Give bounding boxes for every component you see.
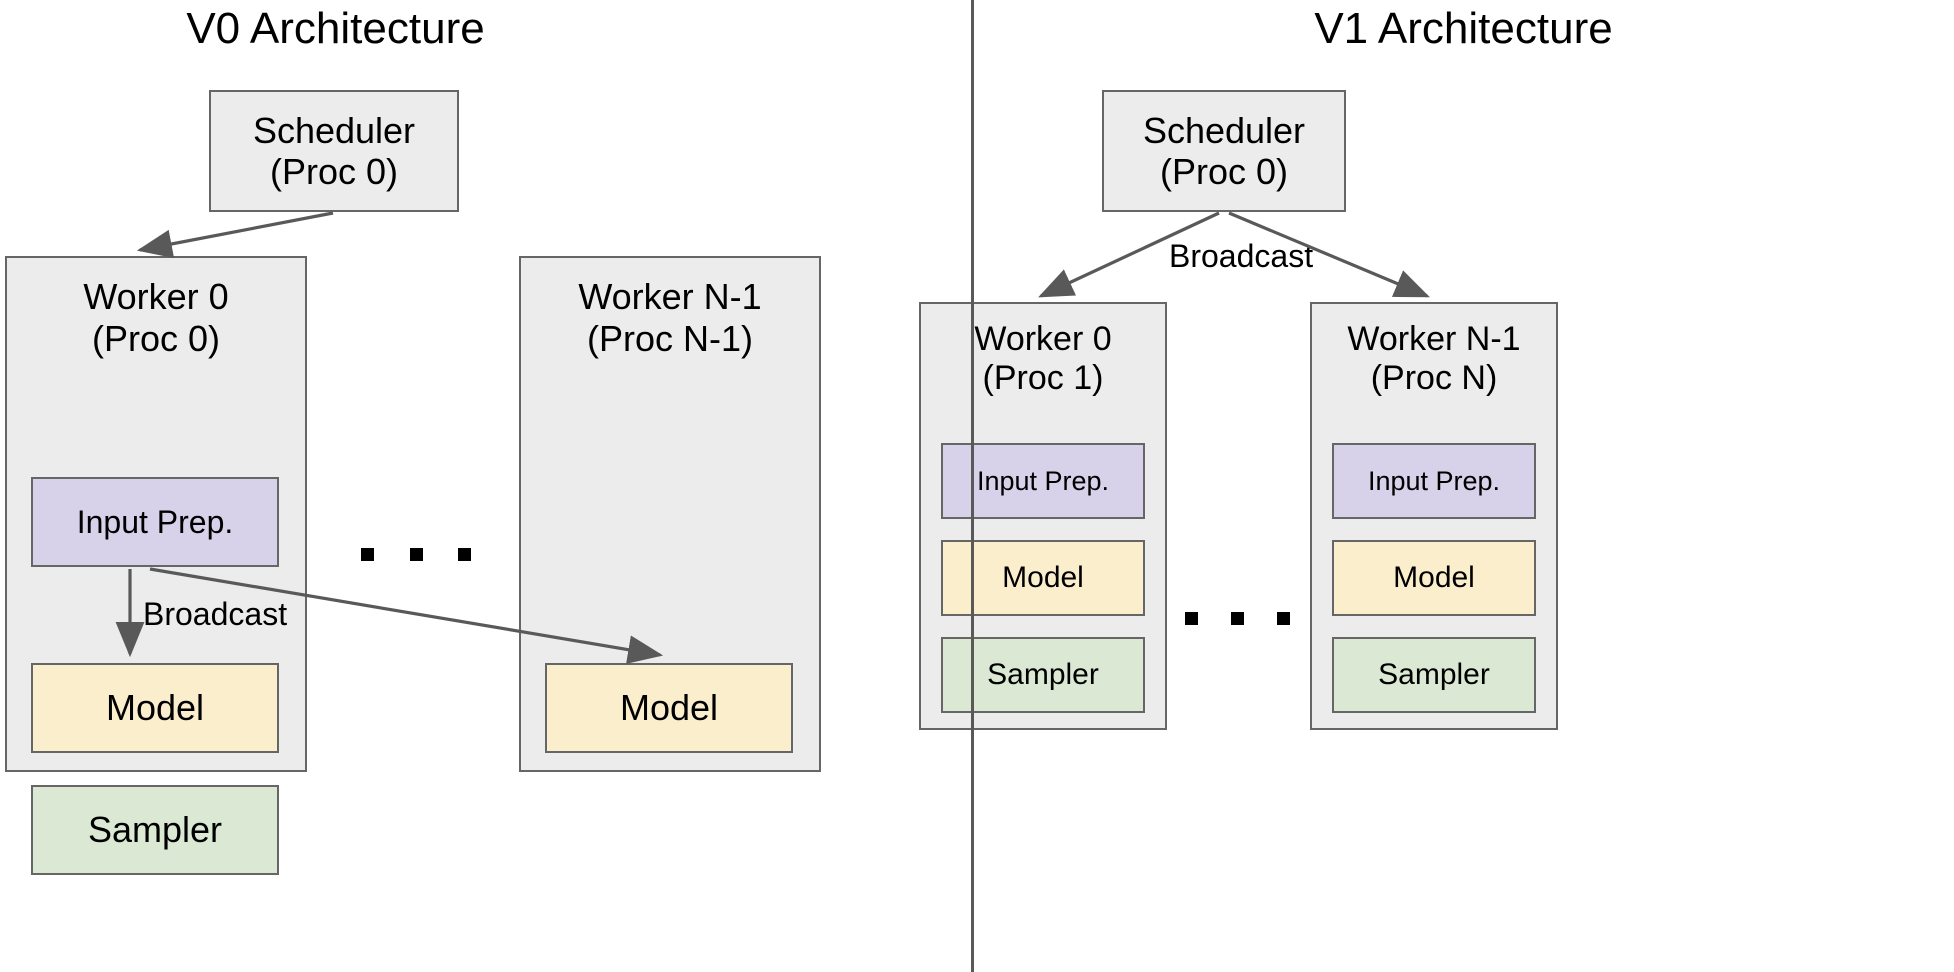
v0-scheduler-line1: Scheduler	[252, 109, 416, 151]
v1-ellipsis-dot-3	[1277, 612, 1290, 625]
v1-worker-0-sampler[interactable]: Sampler	[941, 637, 1145, 713]
v0-worker-0-input-prep[interactable]: Input Prep.	[31, 477, 279, 567]
v0-ellipsis-dot-1	[361, 548, 374, 561]
v1-worker-0-model[interactable]: Model	[941, 540, 1145, 616]
v0-worker-n-1-model[interactable]: Model	[545, 663, 793, 753]
v1-broadcast-label: Broadcast	[1169, 238, 1314, 274]
v0-ellipsis-dot-2	[409, 548, 423, 561]
v1-ellipsis-dot-1	[1185, 612, 1198, 625]
v1-worker-0-input-prep[interactable]: Input Prep.	[941, 443, 1145, 519]
v1-scheduler-box[interactable]: Scheduler (Proc 0)	[1102, 90, 1346, 212]
v0-scheduler-line2: (Proc 0)	[269, 151, 399, 192]
v1-worker-n-1-sampler[interactable]: Sampler	[1332, 637, 1536, 713]
panel-v1-title: V1 Architecture	[1314, 4, 1613, 53]
v1-worker-n-1-model[interactable]: Model	[1332, 540, 1536, 616]
v0-worker-0-line1: Worker 0	[83, 276, 229, 317]
v0-ellipsis-dot-3	[458, 548, 471, 561]
v1-worker-n-1-line2: (Proc N)	[1370, 359, 1498, 398]
v0-worker-n-1-line2: (Proc N-1)	[586, 317, 753, 359]
v1-worker-n-1-label: Worker N-1 (Proc N)	[1312, 320, 1556, 399]
panel-divider	[971, 0, 974, 972]
v0-worker-n-1-label: Worker N-1 (Proc N-1)	[521, 276, 819, 360]
v1-worker-n-1-line1: Worker N-1	[1347, 320, 1521, 358]
panel-v1-architecture: V1 Architecture Scheduler (Proc 0) Worke…	[919, 0, 1954, 972]
v0-scheduler-box[interactable]: Scheduler (Proc 0)	[209, 90, 459, 212]
v1-ellipsis-dot-2	[1231, 612, 1244, 625]
panel-v0-architecture: V0 Architecture Scheduler (Proc 0) Worke…	[0, 0, 971, 972]
v0-worker-0-sampler[interactable]: Sampler	[31, 785, 279, 875]
v0-worker-0-label: Worker 0 (Proc 0)	[7, 276, 305, 360]
v1-worker-0-label: Worker 0 (Proc 1)	[921, 320, 1165, 399]
v1-scheduler-line1: Scheduler	[1142, 109, 1306, 151]
v1-scheduler-line2: (Proc 0)	[1159, 151, 1289, 192]
panel-v0-title: V0 Architecture	[186, 4, 485, 53]
v1-ellipsis	[1185, 612, 1290, 625]
v0-ellipsis	[361, 548, 471, 561]
v0-worker-0-line2: (Proc 0)	[91, 317, 221, 359]
v1-worker-0-line2: (Proc 1)	[982, 359, 1104, 398]
v0-worker-0-model[interactable]: Model	[31, 663, 279, 753]
v0-broadcast-label: Broadcast	[143, 596, 288, 632]
v0-arrow-scheduler-to-worker0	[136, 211, 334, 259]
v1-worker-0-line1: Worker 0	[974, 320, 1112, 358]
v1-worker-n-1-input-prep[interactable]: Input Prep.	[1332, 443, 1536, 519]
v0-worker-n-1-line1: Worker N-1	[578, 276, 762, 317]
